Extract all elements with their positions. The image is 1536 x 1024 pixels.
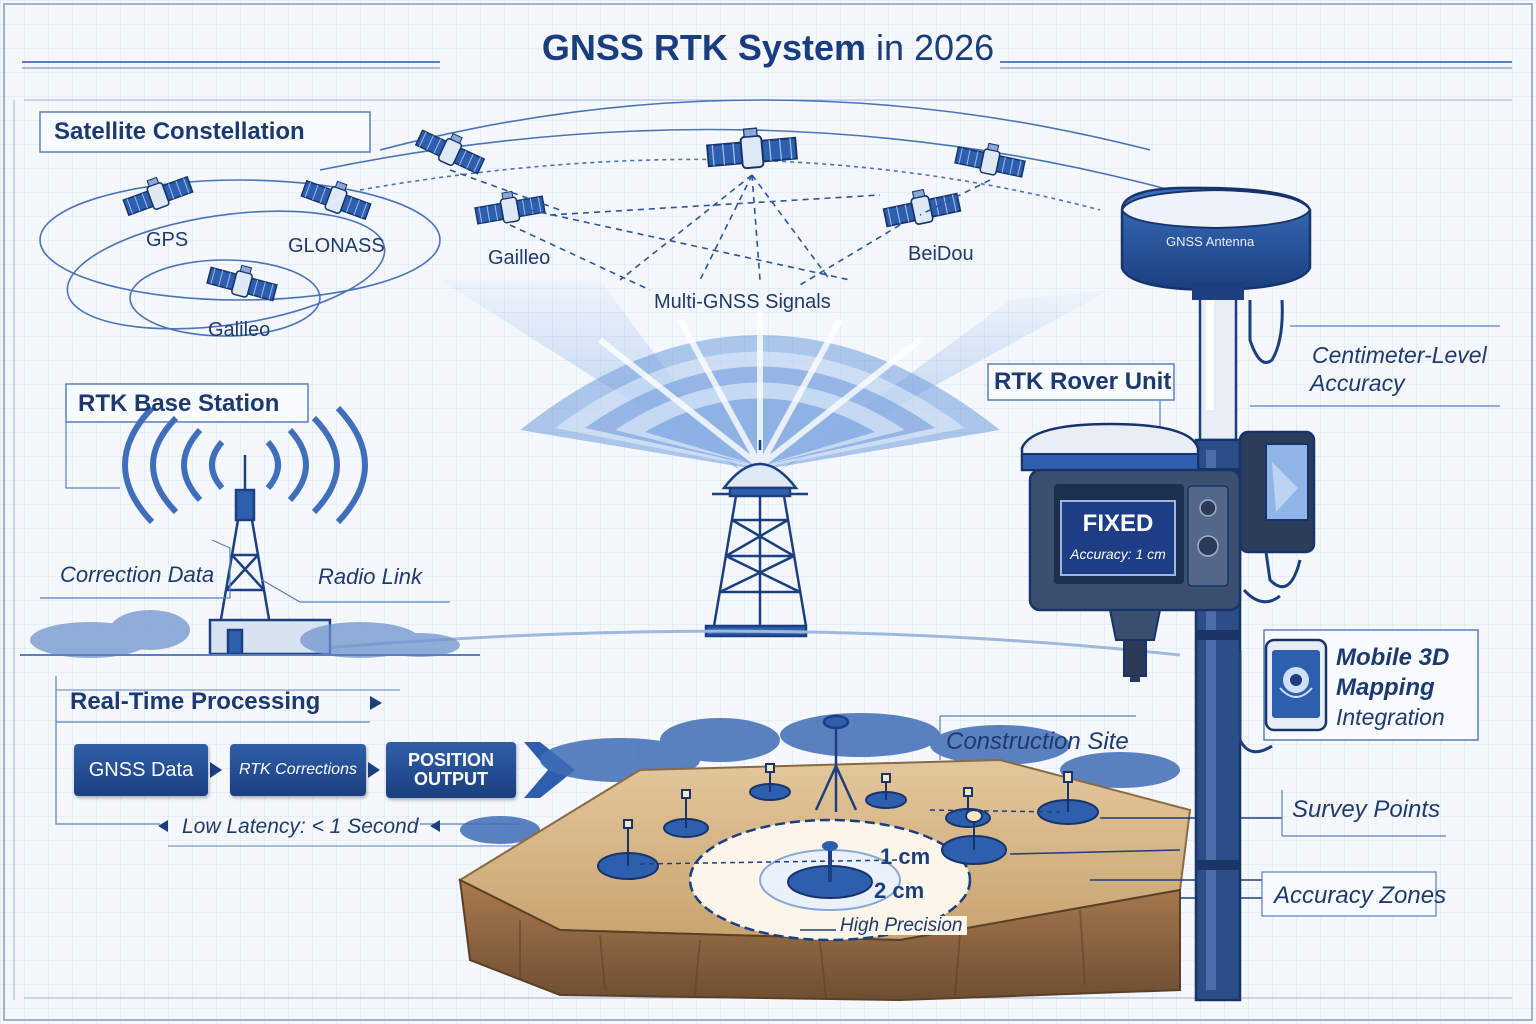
step-gnss-data: GNSS Data [74,744,208,796]
outer-frame [3,3,1533,1021]
constellation-glonass: GLONASS [288,235,385,257]
radio-link-label: Radio Link [318,564,422,589]
arrow-right-icon [210,762,222,778]
zone-outer-label: 2 cm [874,878,925,903]
satellite-icon [119,166,195,220]
satellite-icon [953,136,1028,182]
title-main: GNSS RTK System [541,27,866,68]
signals-label: Multi-GNSS Signals [654,291,831,313]
constellation-galileo: Galileo [208,319,271,341]
constellation-beidou: BeiDou [908,243,974,265]
base-shrubs [30,610,460,658]
rover-label-frame [987,363,1175,401]
signal-fan [520,310,1000,470]
step-position-output-label: POSITION OUTPUT [407,750,494,789]
latency-label: Low Latency: < 1 Second [182,815,419,838]
base-label-frame [65,383,309,423]
antenna-label: GNSS Antenna [1166,234,1255,249]
rover-screen: FIXED Accuracy: 1 cm [1060,500,1176,576]
page-title: GNSS RTK System in 2026 [0,30,1536,66]
processing-label: Real-Time Processing [70,688,321,715]
step-rtk-corrections: RTK Corrections [230,744,366,796]
survey-points [597,763,1099,880]
mobile-line3: Integration [1336,704,1445,730]
step-gnss-data-label: GNSS Data [88,758,194,781]
accuracy-note-line2: Accuracy [1310,370,1405,396]
title-suffix: in 2026 [876,27,995,68]
zone-inner-label: 1 cm [880,844,931,869]
constellation-gps: GPS [146,229,189,251]
satellite-icon [880,182,963,232]
satellite-icon [413,120,490,178]
satellite-label-frame [39,111,371,153]
site-label: Construction Site [946,728,1129,755]
correction-data-label: Correction Data [60,562,215,587]
satellite-icon [704,123,799,173]
site-tripod [814,714,858,812]
tower-icon [704,440,808,638]
arrow-right-icon [370,696,382,710]
phone-icon [1238,638,1328,754]
rover-label: RTK Rover Unit [994,368,1172,395]
fix-status: FIXED [1082,510,1154,537]
rover-pole [1194,278,1242,1002]
base-station-label: RTK Base Station [78,390,280,417]
accuracy-note-line1: Centimeter-Level [1312,342,1487,368]
accuracy-readout: Accuracy: 1 cm [1070,546,1166,562]
signal-lines [449,169,991,291]
accuracy-zones-label: Accuracy Zones [1274,882,1447,909]
antenna-icon [1120,186,1312,364]
mobile-line2: Mapping [1336,674,1435,701]
base-radio-waves [122,405,368,525]
satellite-icon [472,185,547,229]
step-rtk-corrections-label: RTK Corrections [239,760,357,778]
mobile-line1: Mobile 3D [1336,644,1450,671]
satellite-section-label: Satellite Constellation [54,118,305,145]
precision-label: High Precision [836,916,967,935]
satellite-icon [299,170,375,224]
step-position-output: POSITION OUTPUT [386,742,516,798]
arrow-right-icon [368,762,380,778]
survey-points-label: Survey Points [1292,796,1441,823]
accuracy-zones [688,818,972,942]
constellation-gailleo: Gailleo [488,247,551,269]
